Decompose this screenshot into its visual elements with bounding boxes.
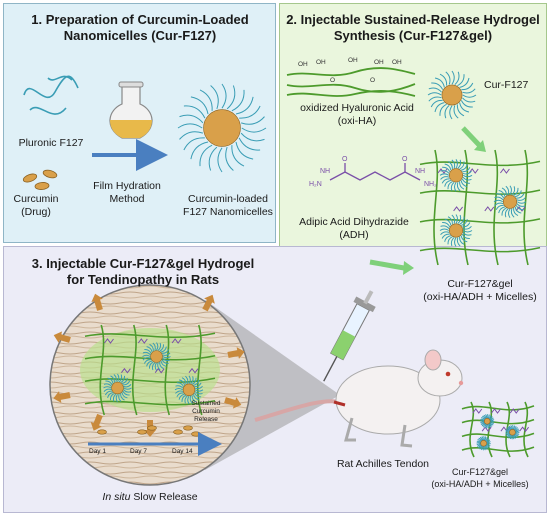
panel1-title-line2: Nanomicelles (Cur-F127) [63,28,217,43]
adh-atom: O [402,156,408,163]
release-arrow-icon [227,347,245,359]
panel2-title: 2. Injectable Sustained-Release Hydrogel… [282,12,544,44]
panel3-title-line1: 3. Injectable Cur-F127&gel Hydrogel [31,256,255,271]
hydrogel-network [419,149,541,266]
day-7-label: Day 7 [130,448,147,455]
curcumin-label: Curcumin (Drug) [6,193,66,219]
zoom-hydrogel-network [84,324,216,416]
release-arrow-icon [90,413,103,431]
micelle-icon [476,435,491,451]
release-line2: Curcumin [192,408,220,415]
release-arrow-icon [53,331,71,343]
adh-atom: NH₂ [424,181,437,188]
release-line1: Sustained [191,400,221,407]
tendon-zoom-circle [50,285,250,485]
oh-label: OH [392,59,402,66]
micelle-icon [479,413,495,429]
micelle-icon [174,375,204,405]
micelle-to-gel-arrowhead [474,140,486,152]
oxi-ha-line1: oxidized Hyaluronic Acid [300,102,414,114]
oxidized-hyaluronic-acid-structure [286,67,416,97]
oh-label: OH [374,59,384,66]
slow-release-text: Slow Release [130,491,198,503]
o-label: O [370,77,375,84]
micelle-icon [103,373,132,403]
release-arrow-icon [202,294,215,312]
gel-line2: (oxi-HA/ADH + Micelles) [423,291,537,303]
method-line1: Film Hydration [93,180,161,192]
oh-label: OH [348,57,358,64]
micelle-to-gel-arrow [461,126,482,148]
oxi-ha-line2: (oxi-HA) [337,115,377,127]
cur-f127-micelle-icon [427,70,477,120]
nanomicelle-icon [177,83,267,173]
panel2-title-line1: 2. Injectable Sustained-Release Hydrogel [286,12,540,27]
adh-line2: (ADH) [339,229,369,241]
pluronic-label: Pluronic F127 [18,137,84,149]
gel-line1: Cur-F127&gel [447,278,513,290]
adh-label: Adipic Acid Dihydrazide (ADH) [284,216,424,242]
in-situ-slow-release-label: In situ Slow Release [60,491,240,504]
rat-achilles-tendon-label: Rat Achilles Tendon [336,458,430,470]
oh-label: OH [316,59,326,66]
zoom-circle-border [49,284,251,486]
syringe-icon [323,290,376,382]
panel1-title: 1. Preparation of Curcumin-Loaded Nanomi… [10,12,270,44]
micelle-icon [439,159,473,192]
synthesis-arrow-green [369,259,405,271]
o-label: O [330,77,335,84]
synthesis-arrowhead [403,261,414,275]
micelle-icon [439,214,473,247]
day-14-label: Day 14 [172,448,193,455]
adh-line1: Adipic Acid Dihydrazide [299,216,409,228]
micelle-icon [177,83,267,173]
flask-icon [109,81,153,139]
release-line3: Release [194,416,218,423]
oh-label: OH [298,61,308,68]
method-line2: Method [109,193,145,205]
release-arrows [53,293,245,437]
oxi-ha-label: oxidized Hyaluronic Acid (oxi-HA) [282,102,432,128]
panel1-title-line1: 1. Preparation of Curcumin-Loaded [31,12,249,27]
micelle-icon [142,342,171,371]
micelle-icon [493,185,527,219]
adh-molecule [329,163,421,181]
panel3-title-line2: for Tendinopathy in Rats [66,272,220,287]
film-hydration-label: Film Hydration Method [82,180,172,206]
small-gel-label: Cur-F127&gel (oxi-HA/ADH + Micelles) [410,466,550,490]
pluronic-f127-polymer-icon [23,75,79,115]
panel2-title-line2: Synthesis (Cur-F127&gel) [333,28,493,43]
nanomicelle-label: Curcumin-loaded F127 Nanomicelles [178,193,278,219]
release-arrow-icon [91,293,103,311]
product-line2: F127 Nanomicelles [183,206,273,218]
sustained-release-label: Sustained Curcumin Release [186,400,226,424]
rat-illustration [254,349,464,448]
small-gel-line2: (oxi-HA/ADH + Micelles) [431,479,529,489]
in-situ-italic: In situ [102,491,131,503]
adh-atom: NH [320,168,330,175]
adh-atom: NH [415,168,425,175]
small-hydrogel-network [461,401,535,458]
day-1-label: Day 1 [89,448,106,455]
hydrogel-mesh [84,324,216,416]
cur-f127-label: Cur-F127 [484,79,529,91]
curcumin-drug-icon [22,169,58,190]
curcumin-label-line1: Curcumin [13,193,59,205]
release-arrow-icon [224,397,242,409]
micelle-icon [427,70,477,120]
micelle-icon [505,424,520,440]
curcumin-label-line2: (Drug) [21,206,51,218]
product-line1: Curcumin-loaded [188,193,268,205]
small-gel-line1: Cur-F127&gel [451,467,509,477]
adh-atom: O [342,156,348,163]
release-arrow-icon [53,391,71,403]
panel3-title: 3. Injectable Cur-F127&gel Hydrogel for … [8,256,278,288]
adh-atom: H₂N [309,181,322,188]
hydrogel-mesh [461,401,535,458]
gel-label: Cur-F127&gel (oxi-HA/ADH + Micelles) [410,278,550,304]
hydrogel-mesh [419,149,541,266]
